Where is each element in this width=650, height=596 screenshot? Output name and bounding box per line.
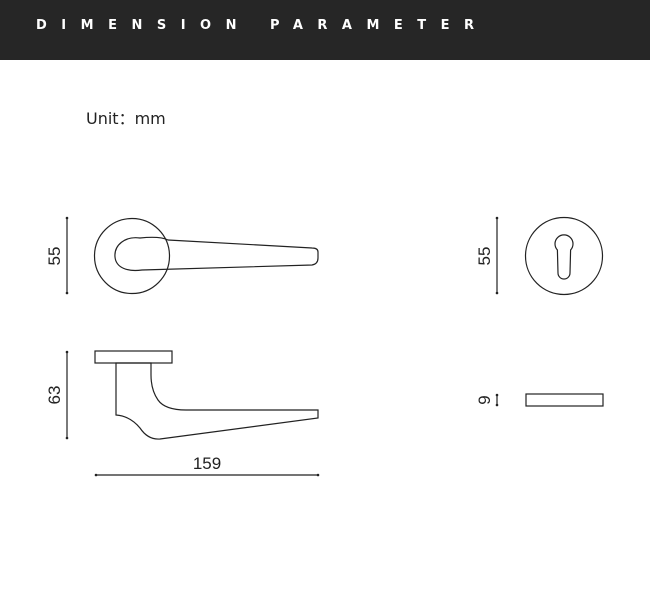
- handle-rose: [93, 217, 171, 295]
- dimension-escutcheon-thickness: [495, 393, 499, 407]
- dimension-label-handle-length: 159: [193, 454, 221, 473]
- dimension-label-handle-height: 63: [45, 386, 64, 405]
- dimension-handle-rose-height: [65, 216, 69, 295]
- page-title: DIMENSION PARAMETER: [36, 18, 489, 33]
- dimension-label-handle-rose-height: 55: [45, 247, 64, 266]
- handle-rose-plate: [94, 350, 173, 364]
- escutcheon-side-view: [525, 393, 604, 407]
- escutcheon-front-view: [524, 216, 604, 296]
- handle-side-view: [94, 350, 319, 440]
- dimension-label-escutcheon-thickness: 9: [475, 395, 494, 404]
- dimension-handle-length: [94, 473, 320, 477]
- escutcheon-outline: [524, 216, 604, 296]
- dimension-handle-height: [65, 350, 69, 440]
- dimension-label-escutcheon-diameter: 55: [475, 247, 494, 266]
- unit-label: Unit：mm: [86, 109, 166, 128]
- header-banner: DIMENSION PARAMETER: [0, 0, 650, 60]
- handle-front-view: [93, 217, 319, 295]
- dimension-escutcheon-diameter: [495, 216, 499, 295]
- handle-lever-front: [114, 236, 319, 272]
- keyhole-icon: [554, 234, 574, 280]
- handle-lever-side: [115, 362, 319, 440]
